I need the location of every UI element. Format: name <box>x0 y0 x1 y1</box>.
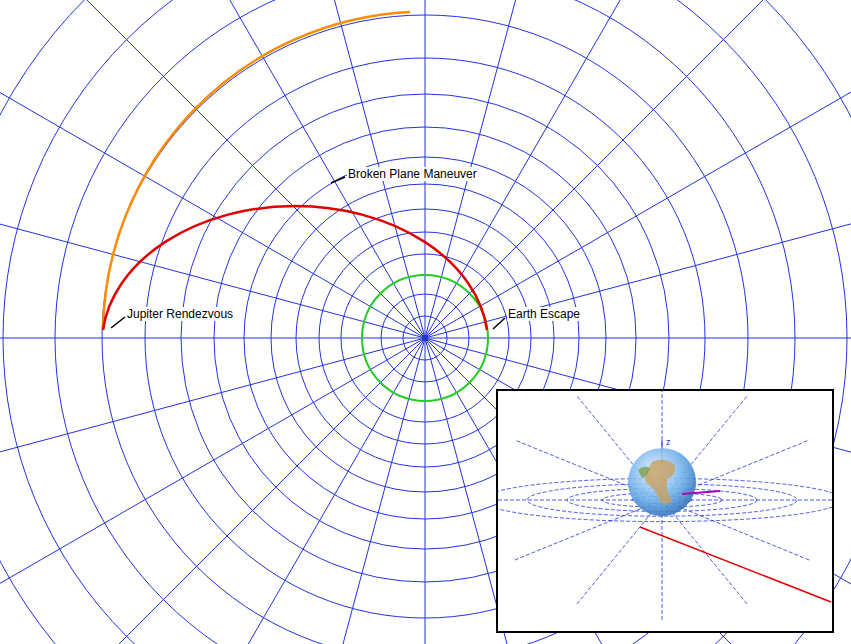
leader-line <box>111 317 125 328</box>
grid-spoke <box>0 338 425 519</box>
leader-line <box>331 177 345 183</box>
grid-spoke <box>425 0 851 338</box>
grid-spoke <box>0 157 425 338</box>
inset-grid-spoke <box>515 440 809 560</box>
grid-spoke <box>425 338 851 644</box>
inset-view <box>482 380 842 632</box>
transfer-trajectory <box>103 206 487 330</box>
grid-spoke <box>425 157 851 338</box>
grid-spoke <box>0 338 425 644</box>
leader-line <box>493 318 505 329</box>
grid-spoke <box>425 338 851 644</box>
rendezvous-label: Jupiter Rendezvous <box>126 307 234 321</box>
grid-spoke <box>244 338 425 644</box>
grid-spoke <box>75 338 425 644</box>
grid-spoke <box>0 338 425 644</box>
earth-orbit <box>362 275 488 401</box>
axis-label: z <box>665 437 672 447</box>
maneuver-label: Broken Plane Maneuver <box>347 167 478 181</box>
inset-grid-spoke <box>577 396 747 604</box>
escape-label: Earth Escape <box>507 307 581 321</box>
grid-spoke <box>425 338 426 644</box>
grid-spoke <box>425 0 851 338</box>
sun-marker <box>422 335 428 341</box>
